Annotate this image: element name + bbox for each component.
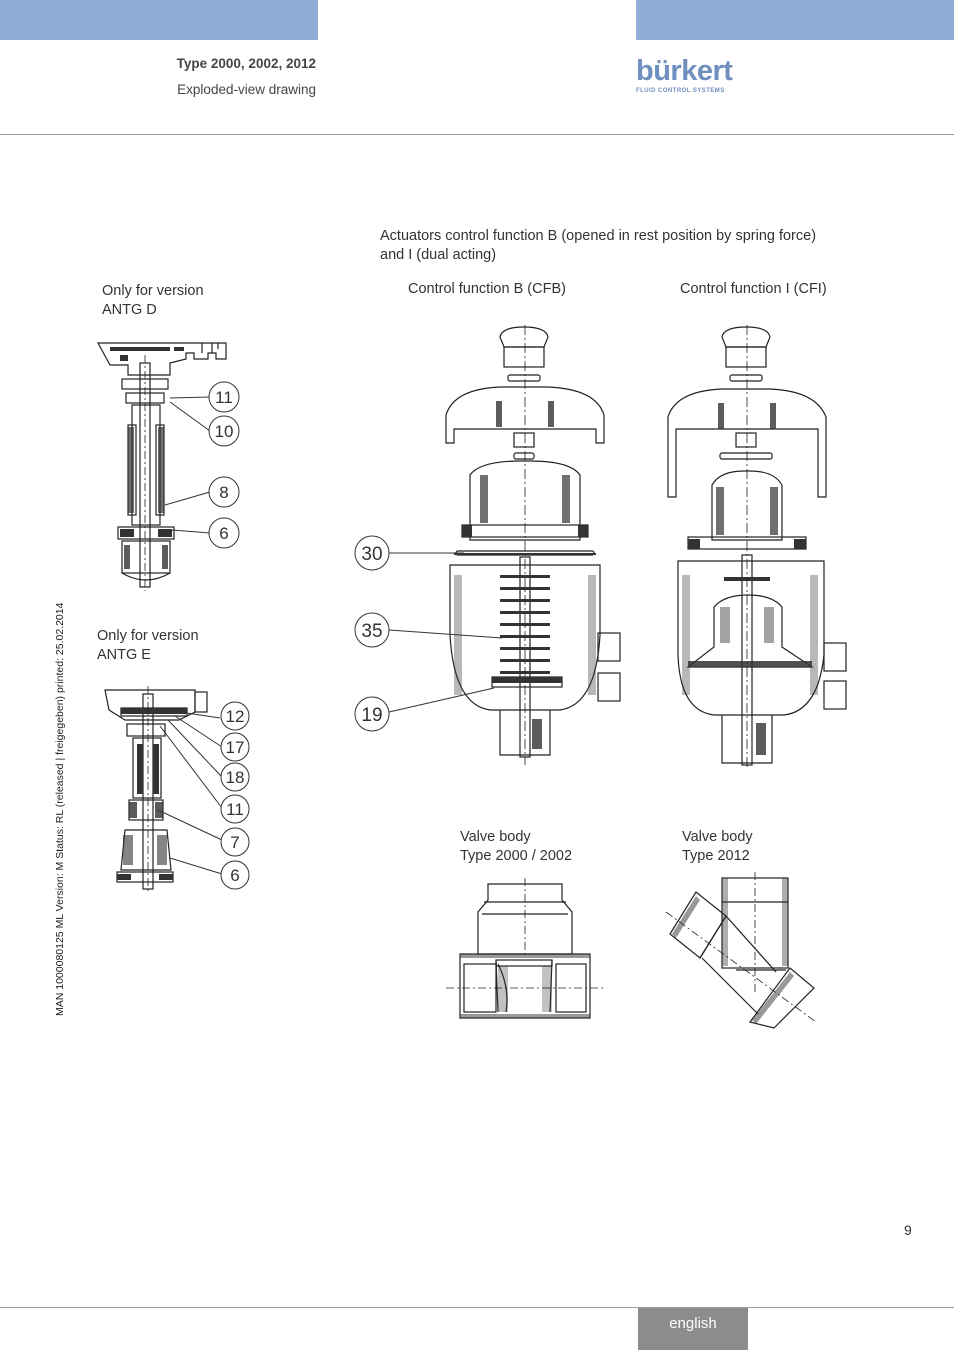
svg-text:11: 11 xyxy=(226,800,244,819)
brand-tagline: FLUID CONTROL SYSTEMS xyxy=(636,88,725,94)
callout-10: 10 xyxy=(208,415,240,447)
antg-e-label-line-2: ANTG E xyxy=(97,647,151,663)
svg-text:18: 18 xyxy=(226,768,245,787)
cfi-label: Control function I (CFI) xyxy=(680,281,827,297)
body-2000-label-line-1: Valve body xyxy=(460,829,531,845)
brand-logo: bürkert FLUID CONTROL SYSTEMS xyxy=(636,56,736,94)
antg-e-drawing xyxy=(104,686,208,892)
leader-line xyxy=(157,809,223,841)
svg-text:35: 35 xyxy=(361,621,382,642)
body-2000-label-line-2: Type 2000 / 2002 xyxy=(460,848,573,864)
callout-17: 17 xyxy=(220,732,250,762)
leader-line xyxy=(167,719,223,778)
callout-6: 6 xyxy=(220,860,250,890)
leader-line xyxy=(169,396,211,399)
brand-wordmark: bürkert xyxy=(636,55,733,87)
antg-d-drawing xyxy=(96,342,227,591)
svg-text:6: 6 xyxy=(230,866,239,885)
cfi-actuator-drawing xyxy=(667,325,847,770)
antg-e-label-line-1: Only for version xyxy=(97,628,199,644)
leader-line xyxy=(174,715,223,748)
callout-11: 11 xyxy=(208,381,240,413)
document-metadata-note: MAN 1000080125 ML Version: M Status: RL … xyxy=(54,602,66,1016)
document-title: Type 2000, 2002, 2012 xyxy=(176,56,316,71)
cfb-callouts: 30 35 19 xyxy=(354,535,503,732)
svg-text:10: 10 xyxy=(215,422,234,441)
svg-text:11: 11 xyxy=(215,388,233,407)
page-number: 9 xyxy=(904,1222,912,1238)
svg-text:7: 7 xyxy=(230,833,239,852)
callout-35: 35 xyxy=(354,612,390,648)
valve-body-2000-drawing xyxy=(446,878,606,1019)
cfb-label: Control function B (CFB) xyxy=(408,281,566,297)
callout-30: 30 xyxy=(354,535,390,571)
intro-line-2: and I (dual acting) xyxy=(380,247,497,263)
body-2012-label-line-1: Valve body xyxy=(682,829,753,845)
header-bar-right xyxy=(636,0,954,40)
svg-text:8: 8 xyxy=(219,483,228,502)
leader-line xyxy=(179,711,221,719)
leader-line xyxy=(169,401,211,432)
callout-7: 7 xyxy=(220,827,250,857)
antg-d-callouts: 11 10 8 6 xyxy=(164,381,240,549)
callout-6: 6 xyxy=(208,517,240,549)
antg-d-label-line-2: ANTG D xyxy=(102,302,157,318)
leader-line xyxy=(159,725,223,809)
callout-12: 12 xyxy=(220,701,250,731)
svg-text:19: 19 xyxy=(361,705,382,726)
callout-18: 18 xyxy=(220,762,250,792)
leader-line xyxy=(388,687,495,713)
antg-d-label-line-1: Only for version xyxy=(102,283,204,299)
svg-text:6: 6 xyxy=(219,524,228,543)
footer-divider xyxy=(0,1307,954,1308)
intro-line-1: Actuators control function B (opened in … xyxy=(380,228,817,244)
valve-body-2012-drawing xyxy=(665,872,817,1029)
svg-text:30: 30 xyxy=(361,544,382,565)
language-tab[interactable]: english xyxy=(638,1308,748,1350)
header-divider xyxy=(0,134,954,135)
leader-line xyxy=(388,629,503,639)
body-2012-label-line-2: Type 2012 xyxy=(682,848,750,864)
document-subtitle: Exploded-view drawing xyxy=(177,82,316,97)
antg-e-callouts: 12 17 18 11 7 6 xyxy=(157,701,250,890)
callout-11: 11 xyxy=(220,794,250,824)
callout-19: 19 xyxy=(354,696,390,732)
svg-text:17: 17 xyxy=(226,738,245,757)
callout-8: 8 xyxy=(208,476,240,508)
leader-line xyxy=(164,491,211,506)
leader-line xyxy=(169,857,223,875)
svg-text:12: 12 xyxy=(226,707,245,726)
header-bar-left xyxy=(0,0,318,40)
leader-line xyxy=(171,529,211,534)
